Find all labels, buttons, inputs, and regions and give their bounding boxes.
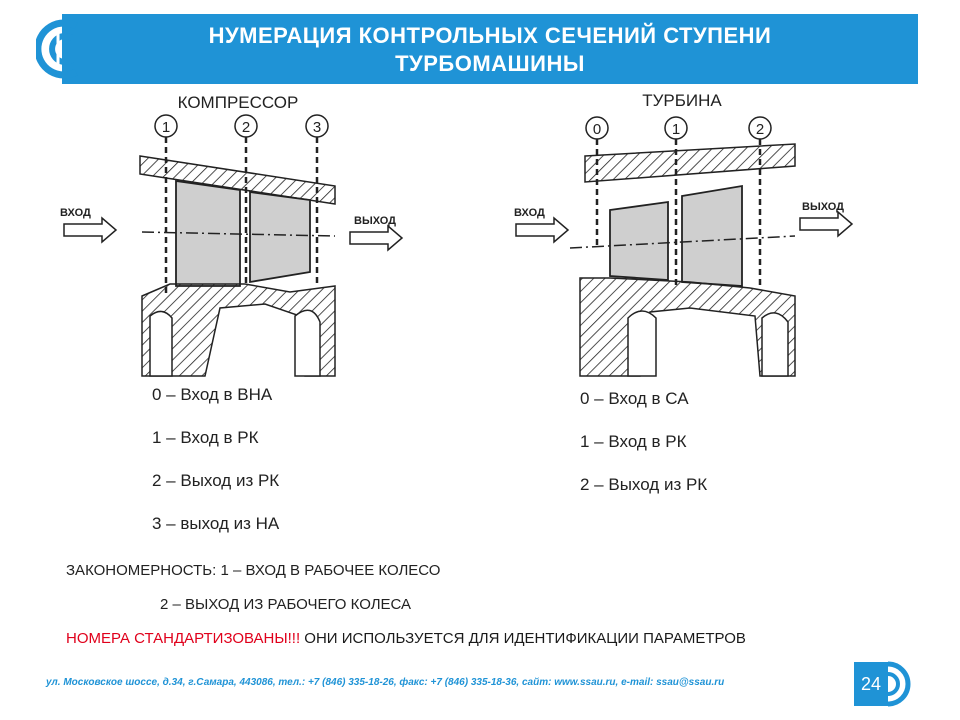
compressor-outlet-arrow	[349, 224, 404, 252]
page-number: 24	[854, 662, 888, 706]
turbine-legend-item: 1 – Вход в РК	[580, 432, 687, 451]
compressor-outlet-label: ВЫХОД	[354, 215, 396, 227]
compressor-inlet-label: ВХОД	[60, 207, 91, 219]
turbine-legend-item: 0 – Вход в СА	[580, 389, 689, 408]
turbine-inlet-label: ВХОД	[514, 207, 545, 219]
compressor-axis	[141, 231, 336, 237]
page-title-line1: НУМЕРАЦИЯ КОНТРОЛЬНЫХ СЕЧЕНИЙ СТУПЕНИ	[208, 23, 772, 48]
compressor-inlet-arrow	[63, 216, 118, 244]
compressor-section-2-label: 2	[242, 119, 250, 136]
rule-line-1: ЗАКОНОМЕРНОСТЬ: 1 – ВХОД В РАБОЧЕЕ КОЛЕС…	[66, 562, 441, 579]
turbine-section-2-label: 2	[756, 121, 764, 138]
standard-highlight: НОМЕРА СТАНДАРТИЗОВАНЫ!!!	[66, 630, 301, 647]
turbine-outlet-arrow	[799, 210, 854, 238]
compressor-stator-vane	[249, 190, 311, 284]
compressor-casing	[139, 155, 336, 205]
turbine-section-0: 0	[585, 116, 609, 246]
turbine-legend-item: 2 – Выход из РК	[580, 475, 708, 494]
compressor-legend-item: 0 – Вход в ВНА	[152, 385, 273, 404]
standard-rest: ОНИ ИСПОЛЬЗУЕТСЯ ДЛЯ ИДЕНТИФИКАЦИИ ПАРАМ…	[300, 630, 746, 647]
turbine-section-0-label: 0	[593, 121, 601, 138]
standard-note: НОМЕРА СТАНДАРТИЗОВАНЫ!!! ОНИ ИСПОЛЬЗУЕТ…	[66, 630, 746, 647]
turbine-axis	[569, 235, 796, 249]
compressor-section-3-label: 3	[313, 119, 321, 136]
compressor-legend-item: 3 – выход из НА	[152, 514, 280, 533]
page-arc-icon	[887, 661, 911, 707]
turbine-inlet-arrow	[515, 216, 570, 244]
footer-contacts: ул. Московское шоссе, д.34, г.Самара, 44…	[46, 677, 725, 688]
turbine-section-1-label: 1	[672, 121, 680, 138]
compressor-section-2: 2	[234, 114, 258, 286]
compressor-legend-item: 1 – Вход в РК	[152, 428, 259, 447]
rule-line-2: 2 – ВЫХОД ИЗ РАБОЧЕГО КОЛЕСА	[160, 596, 412, 613]
compressor-legend-item: 2 – Выход из РК	[152, 471, 280, 490]
compressor-label: КОМПРЕССОР	[178, 93, 299, 112]
turbine-label: ТУРБИНА	[642, 91, 722, 110]
ssau-logo-icon	[36, 19, 78, 79]
stage-diagrams: КОМПРЕССОР 1 2 3 ВХОД	[60, 91, 854, 377]
turbine-section-2: 2	[748, 116, 772, 286]
compressor-diagram: КОМПРЕССОР 1 2 3 ВХОД	[60, 93, 404, 377]
turbine-outlet-label: ВЫХОД	[802, 201, 844, 213]
turbine-nozzle-vane	[609, 200, 669, 281]
compressor-section-3: 3	[305, 114, 329, 286]
compressor-section-1: 1	[154, 114, 178, 296]
compressor-section-1-label: 1	[162, 119, 170, 136]
turbine-casing	[584, 143, 796, 183]
turbine-diagram: ТУРБИНА 0 1 2 ВХОД ВЫХОД	[514, 91, 854, 377]
header-band	[62, 14, 918, 84]
page-title: НУМЕРАЦИЯ КОНТРОЛЬНЫХ СЕЧЕНИЙ СТУПЕНИ ТУ…	[62, 22, 918, 78]
page-title-line2: ТУРБОМАШИНЫ	[395, 51, 585, 76]
turbine-rotor-blade	[681, 184, 743, 287]
